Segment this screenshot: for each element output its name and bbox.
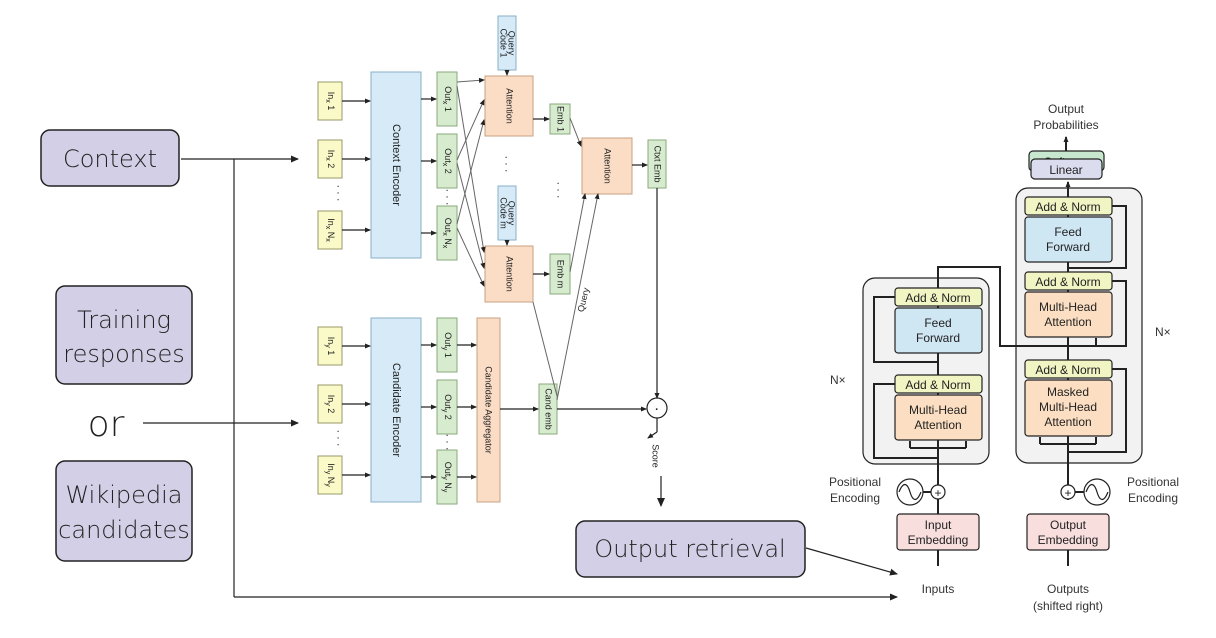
poly-encoder: Inx 1 Inx 2 Inx Nx · · · Context Encoder… bbox=[317, 15, 668, 505]
in-x-1-label: Inx 1 bbox=[324, 92, 335, 111]
candidate-outputs: Outy 1 Outy 2 Outy Ny · · · bbox=[436, 317, 458, 505]
ctxt-emb-label: Ctxt Emb bbox=[653, 145, 663, 182]
out-y-n-label: Outy Ny bbox=[441, 462, 452, 493]
dot-product-symbol: · bbox=[655, 404, 659, 416]
context-encoder-label: Context Encoder bbox=[390, 124, 402, 206]
decoder-ff-line2: Forward bbox=[1046, 240, 1090, 254]
encoder-pos-enc-line1: Positional bbox=[829, 475, 881, 489]
in-x-ellipsis: · · · bbox=[332, 184, 344, 201]
in-y-2-label: Iny 2 bbox=[324, 395, 335, 414]
cand-emb-label: Cand emb bbox=[544, 388, 554, 430]
in-x-n-label: Inx Nx bbox=[324, 218, 335, 242]
query-code-1-line1: Query bbox=[507, 31, 517, 56]
input-embedding-line1: Input bbox=[925, 518, 952, 532]
out-x-ellipsis: · · · bbox=[441, 188, 453, 205]
context-outputs: Outx 1 Outx 2 Outx Nx · · · bbox=[436, 71, 458, 261]
attention-1-label: Attention bbox=[505, 88, 515, 124]
encoder-nx-label: N× bbox=[830, 373, 846, 387]
decoder-mha-line1: Multi-Head bbox=[1039, 300, 1097, 314]
training-label-line2: responses bbox=[63, 340, 185, 368]
emb-m-label: Emb m bbox=[556, 260, 566, 289]
encoder-add-norm-2-label: Add & Norm bbox=[905, 291, 970, 305]
candidate-inputs: Iny 1 Iny 2 Iny Ny · · · bbox=[317, 326, 344, 495]
query-code-1-line2: Code 1 bbox=[499, 28, 509, 57]
attention-m-label: Attention bbox=[505, 256, 515, 292]
score-label: Score bbox=[651, 444, 661, 468]
out-y-2-label: Outy 2 bbox=[441, 394, 452, 420]
wikipedia-label-line1: Wikipedia bbox=[65, 481, 182, 509]
candidate-encoder-label: Candidate Encoder bbox=[390, 363, 402, 458]
out-y-1-label: Outy 1 bbox=[441, 332, 452, 358]
decoder-add-norm-2-label: Add & Norm bbox=[1035, 275, 1100, 289]
decoder-mha-line2: Attention bbox=[1044, 315, 1091, 329]
decoder-masked-line2: Multi-Head bbox=[1039, 400, 1097, 414]
decoder-pos-enc-line2: Encoding bbox=[1128, 491, 1178, 505]
query-code-m-line2: Code m bbox=[499, 197, 509, 229]
context-box: Context bbox=[40, 129, 180, 187]
final-attention-label: Attention bbox=[603, 148, 613, 184]
output-embedding-line2: Embedding bbox=[1038, 533, 1099, 547]
decoder-add-norm-1-label: Add & Norm bbox=[1035, 363, 1100, 377]
output-probabilities-line1: Output bbox=[1048, 102, 1085, 116]
in-y-n-label: Iny Ny bbox=[324, 463, 335, 487]
decoder-add-norm-3-label: Add & Norm bbox=[1035, 200, 1100, 214]
transformer-diagram: Output Probabilities Softmax Linear Add … bbox=[829, 102, 1179, 613]
decoder-plus: + bbox=[1064, 486, 1071, 500]
encoder-mha-line1: Multi-Head bbox=[909, 403, 967, 417]
wikipedia-candidates-box: Wikipedia candidates bbox=[55, 460, 193, 562]
context-inputs: Inx 1 Inx 2 Inx Nx · · · bbox=[317, 81, 344, 250]
training-responses-box: Training responses bbox=[55, 285, 193, 385]
in-x-2-label: Inx 2 bbox=[324, 150, 335, 169]
output-embedding-line1: Output bbox=[1050, 518, 1087, 532]
decoder-masked-line1: Masked bbox=[1047, 385, 1089, 399]
query-line-label: Query bbox=[576, 286, 592, 313]
out-x-n-label: Outx Nx bbox=[441, 218, 452, 249]
decoder-masked-line3: Attention bbox=[1044, 415, 1091, 429]
encoder-ff-line2: Forward bbox=[916, 331, 960, 345]
linear-block bbox=[1030, 158, 1103, 180]
decoder-ff-line1: Feed bbox=[1054, 225, 1081, 239]
left-connectors bbox=[143, 155, 898, 601]
encoder-add-norm-1-label: Add & Norm bbox=[905, 378, 970, 392]
in-y-1-label: Iny 1 bbox=[324, 337, 335, 356]
emb-1-label: Emb 1 bbox=[556, 106, 566, 132]
attention-ellipsis: · · · bbox=[500, 155, 512, 172]
encoder-ff-line1: Feed bbox=[924, 316, 951, 330]
context-fan-lines bbox=[456, 77, 486, 287]
out-x-1-label: Outx 1 bbox=[441, 86, 452, 112]
encoder-mha-line2: Attention bbox=[914, 418, 961, 432]
encoder-plus: + bbox=[934, 486, 941, 500]
in-y-ellipsis: · · · bbox=[332, 429, 344, 446]
wikipedia-label-line2: candidates bbox=[58, 516, 190, 544]
output-probabilities-line2: Probabilities bbox=[1033, 118, 1098, 132]
context-label: Context bbox=[63, 145, 157, 173]
training-label-line1: Training bbox=[77, 306, 171, 334]
linear-label: Linear bbox=[1049, 163, 1082, 177]
output-retrieval-box: Output retrieval bbox=[575, 520, 806, 578]
or-label: or bbox=[88, 404, 125, 445]
output-retrieval-label: Output retrieval bbox=[594, 535, 785, 563]
decoder-pos-enc-line1: Positional bbox=[1127, 475, 1179, 489]
out-x-2-label: Outx 2 bbox=[441, 148, 452, 174]
out-y-ellipsis: · · · bbox=[441, 433, 453, 450]
inputs-label: Inputs bbox=[922, 582, 955, 596]
input-embedding-line2: Embedding bbox=[908, 533, 969, 547]
decoder-nx-label: N× bbox=[1155, 325, 1171, 339]
outputs-line1: Outputs bbox=[1047, 582, 1089, 596]
encoder-pos-enc-line2: Encoding bbox=[830, 491, 880, 505]
candidate-aggregator-label: Candidate Aggregator bbox=[484, 366, 494, 454]
outputs-line2: (shifted right) bbox=[1033, 599, 1103, 613]
emb-ellipsis: · · · bbox=[552, 181, 564, 198]
query-code-m-line1: Query bbox=[507, 201, 517, 226]
